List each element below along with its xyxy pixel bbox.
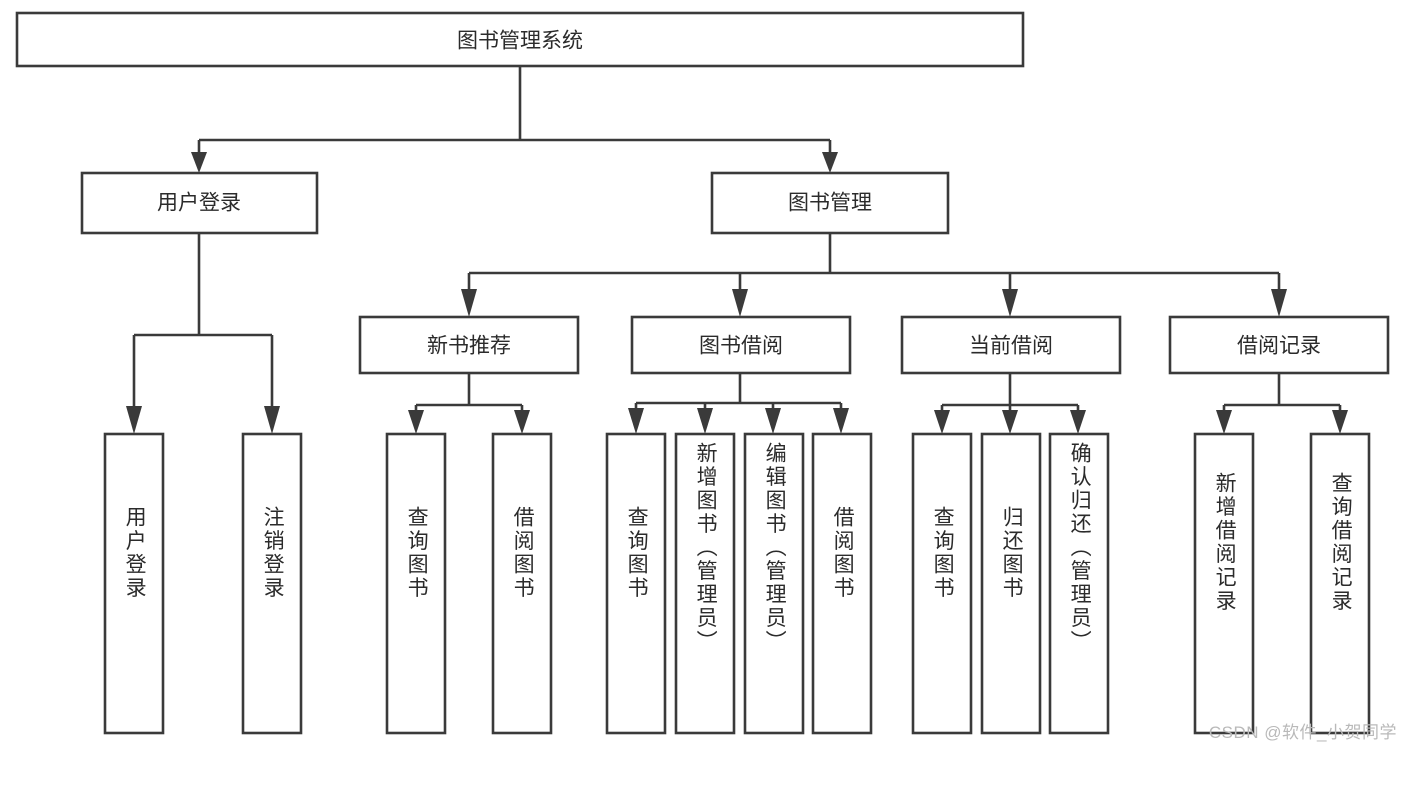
node-current-borrow-box[interactable] <box>900 315 1122 375</box>
connector-layer <box>126 66 1348 434</box>
arrow-head-leaf-query-book-3 <box>934 410 950 434</box>
node-current-borrow-label: 当前借阅 <box>969 335 1053 358</box>
arrow-head-leaf-confirm-return <box>1070 410 1086 434</box>
node-book-manage-label: 图书管理 <box>788 192 872 215</box>
arrow-head-leaf-add-book <box>697 408 713 434</box>
arrow-head-leaf-user-login <box>126 406 142 434</box>
node-leaf-query-record-box[interactable] <box>1309 432 1371 735</box>
node-leaf-borrow-book-2-box[interactable] <box>811 432 873 735</box>
node-root-box[interactable] <box>15 11 1025 68</box>
node-new-book-rec-box[interactable] <box>358 315 580 375</box>
arrow-head-leaf-borrow-book-2 <box>833 408 849 434</box>
node-leaf-return-book-box[interactable] <box>980 432 1042 735</box>
arrow-head-new-book-rec <box>461 289 477 317</box>
node-borrow-record-box[interactable] <box>1168 315 1390 375</box>
arrow-head-leaf-query-record <box>1332 410 1348 434</box>
node-leaf-logout-box[interactable] <box>241 432 303 735</box>
arrow-head-leaf-add-record <box>1216 410 1232 434</box>
arrow-head-leaf-borrow-book-1 <box>514 410 530 434</box>
arrow-head-current-borrow <box>1002 289 1018 317</box>
arrow-head-leaf-return-book <box>1002 410 1018 434</box>
arrow-head-leaf-query-book-1 <box>408 410 424 434</box>
node-leaf-borrow-book-1-box[interactable] <box>491 432 553 735</box>
arrow-head-leaf-logout <box>264 406 280 434</box>
arrow-head-borrow-record <box>1271 289 1287 317</box>
node-layer: 图书管理系统 用户登录 图书管理 新书推荐 图书借阅 当前借阅 借阅记录 <box>15 11 1390 735</box>
node-root-label: 图书管理系统 <box>457 30 583 53</box>
arrow-head-leaf-query-book-2 <box>628 408 644 434</box>
node-borrow-record-label: 借阅记录 <box>1237 335 1321 358</box>
node-leaf-edit-book-box[interactable] <box>743 432 805 735</box>
node-user-login-label: 用户登录 <box>157 192 241 215</box>
node-leaf-confirm-return-box[interactable] <box>1048 432 1110 735</box>
arrow-head-user-login <box>191 152 207 173</box>
node-leaf-query-book-2-box[interactable] <box>605 432 667 735</box>
node-leaf-add-book-box[interactable] <box>674 432 736 735</box>
node-leaf-query-book-3-box[interactable] <box>911 432 973 735</box>
watermark-text: CSDN @软件_小贺同学 <box>1208 723 1397 742</box>
arrow-head-book-borrow <box>732 289 748 317</box>
node-user-login-box[interactable] <box>80 171 319 235</box>
node-leaf-query-book-1-box[interactable] <box>385 432 447 735</box>
arrow-head-leaf-edit-book <box>765 408 781 434</box>
node-book-borrow-box[interactable] <box>630 315 852 375</box>
node-new-book-rec-label: 新书推荐 <box>427 335 511 358</box>
diagram-canvas: 图书管理系统 用户登录 图书管理 新书推荐 图书借阅 当前借阅 借阅记录 <box>15 11 1390 735</box>
flowchart-diagram: 图书管理系统 用户登录 图书管理 新书推荐 图书借阅 当前借阅 借阅记录 <box>15 11 1397 742</box>
arrow-head-book-manage <box>822 152 838 173</box>
node-leaf-user-login-box[interactable] <box>103 432 165 735</box>
node-book-borrow-label: 图书借阅 <box>699 335 783 358</box>
node-book-manage-box[interactable] <box>710 171 950 235</box>
node-leaf-add-record-box[interactable] <box>1193 432 1255 735</box>
